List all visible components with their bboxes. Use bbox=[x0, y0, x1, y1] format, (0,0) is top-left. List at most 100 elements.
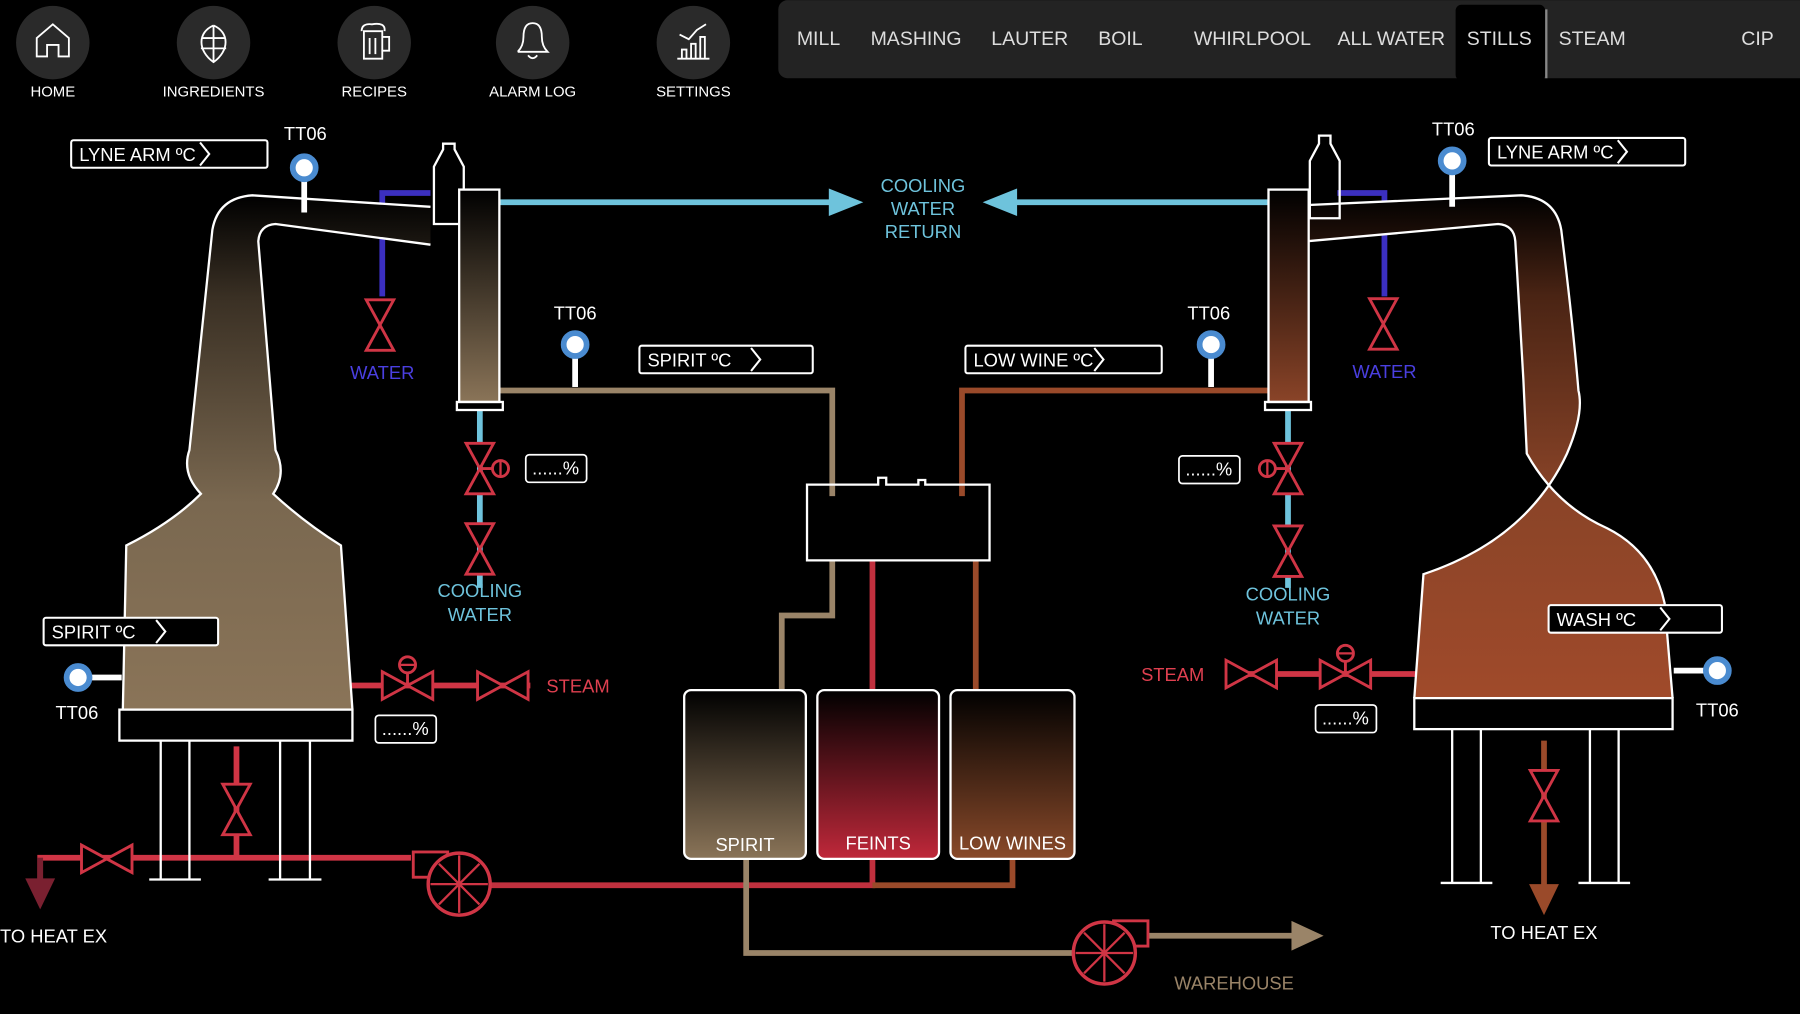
pipes bbox=[25, 188, 1559, 956]
tab-whirlpool[interactable]: WHIRLPOOL bbox=[1194, 28, 1311, 50]
tank-label-low-wines: LOW WINES bbox=[959, 833, 1066, 854]
sensor-icon bbox=[289, 153, 319, 183]
hop-icon-glyph bbox=[200, 24, 227, 64]
nav-label: ALARM LOG bbox=[489, 84, 576, 101]
right-lyne-arm-temp[interactable]: LYNE ARM ºC bbox=[1487, 136, 1687, 167]
spirit-temp[interactable]: SPIRIT ºC bbox=[638, 344, 814, 375]
temperature-sensor[interactable]: TT06 bbox=[55, 663, 122, 723]
right-still-base bbox=[1413, 696, 1674, 731]
valve-icon[interactable] bbox=[1527, 769, 1561, 823]
valve-icon[interactable] bbox=[1271, 524, 1305, 578]
home-icon bbox=[16, 5, 90, 80]
cooling-water-label-left: WATER bbox=[448, 604, 512, 625]
steam-label-left: STEAM bbox=[546, 675, 609, 696]
valve-icon[interactable] bbox=[1318, 643, 1373, 691]
percent-value: ......% bbox=[1185, 458, 1232, 479]
spirit-tank[interactable] bbox=[683, 688, 808, 860]
chevron-right-icon bbox=[750, 347, 762, 372]
percent-value: ......% bbox=[532, 457, 579, 478]
tabs: MILL MASHING LAUTER BOIL WHIRLPOOL ALL WATER S… bbox=[797, 28, 1774, 50]
temp-label: LYNE ARM ºC bbox=[1497, 142, 1614, 163]
valve-icon[interactable] bbox=[1224, 657, 1278, 691]
valve-icon[interactable] bbox=[476, 669, 530, 702]
nav-alarm-log-button[interactable]: ALARM LOG bbox=[489, 5, 576, 101]
temperature-sensor[interactable]: TT06 bbox=[1187, 302, 1230, 388]
tab-boil[interactable]: BOIL bbox=[1098, 28, 1143, 50]
tab-stills[interactable]: STILLS bbox=[1467, 28, 1532, 50]
temperature-sensor[interactable]: TT06 bbox=[284, 123, 327, 213]
left-still[interactable] bbox=[118, 194, 431, 881]
low-wine-pipe bbox=[959, 387, 1269, 497]
valve-icon[interactable] bbox=[1257, 441, 1305, 496]
pump-icon[interactable] bbox=[411, 850, 492, 917]
sensor-tag: TT06 bbox=[1432, 119, 1475, 140]
bell-icon bbox=[495, 5, 570, 80]
temperature-sensor[interactable]: TT06 bbox=[554, 302, 597, 388]
tab-lauter[interactable]: LAUTER bbox=[991, 28, 1068, 50]
feints-tank[interactable] bbox=[816, 688, 941, 860]
spirit-pipe bbox=[499, 387, 836, 497]
left-still-base bbox=[118, 708, 354, 742]
valve-icon[interactable] bbox=[363, 298, 397, 352]
left-still-fill bbox=[122, 195, 431, 710]
spirit-safe-receiver[interactable] bbox=[805, 476, 991, 562]
valve-icon[interactable] bbox=[80, 842, 134, 876]
temp-label: WASH ºC bbox=[1557, 609, 1636, 630]
temp-label: LYNE ARM ºC bbox=[79, 144, 196, 165]
sensor-icon bbox=[1437, 146, 1467, 176]
right-condenser bbox=[1267, 188, 1310, 404]
beer-mug-icon bbox=[337, 5, 411, 80]
tab-mill[interactable]: MILL bbox=[797, 28, 841, 50]
tab-cip[interactable]: CIP bbox=[1741, 28, 1774, 50]
tab-all-water[interactable]: ALL WATER bbox=[1338, 28, 1446, 50]
home-icon-glyph bbox=[35, 23, 70, 58]
tab-steam[interactable]: STEAM bbox=[1559, 28, 1626, 50]
nav-label: SETTINGS bbox=[656, 84, 731, 101]
tab-mashing[interactable]: MASHING bbox=[871, 28, 962, 50]
left-condenser bbox=[432, 142, 504, 412]
chart-settings-icon-glyph bbox=[677, 23, 710, 60]
to-heat-ex-label-right: TO HEAT EX bbox=[1490, 922, 1597, 943]
low-wine-temp[interactable]: LOW WINE ºC bbox=[964, 344, 1163, 375]
nav-home-button[interactable]: HOME bbox=[16, 5, 90, 101]
steam-valve-percent-right[interactable]: ......% bbox=[1314, 704, 1378, 734]
cooling-water-label-left: COOLING bbox=[438, 580, 523, 601]
low-wines-tank[interactable] bbox=[949, 688, 1076, 860]
arrow-right-icon bbox=[828, 188, 864, 216]
left-still-outline bbox=[121, 194, 431, 710]
sensor-icon bbox=[1196, 330, 1226, 359]
chevron-right-icon bbox=[1093, 347, 1105, 372]
to-heat-ex-label-left: TO HEAT EX bbox=[0, 926, 107, 947]
nav-recipes-button[interactable]: RECIPES bbox=[337, 5, 411, 101]
valve-icon[interactable] bbox=[220, 782, 253, 837]
valve-icon[interactable] bbox=[463, 522, 497, 576]
return-pipe-red bbox=[482, 858, 876, 889]
temperature-sensor[interactable]: TT06 bbox=[1673, 656, 1739, 721]
warehouse-pump-icon[interactable] bbox=[1071, 919, 1150, 986]
steam-label-right: STEAM bbox=[1141, 664, 1204, 685]
right-condenser-base bbox=[1263, 400, 1313, 412]
bell-icon-glyph bbox=[517, 22, 550, 60]
arrow-left-icon bbox=[982, 188, 1018, 216]
steam-valve-percent-left[interactable]: ......% bbox=[374, 714, 438, 744]
cooling-water-label-right: WATER bbox=[1256, 608, 1320, 629]
valve-icon[interactable] bbox=[463, 441, 510, 496]
wash-temp[interactable]: WASH ºC bbox=[1547, 604, 1723, 634]
nav-label: INGREDIENTS bbox=[163, 84, 265, 101]
valve-icon[interactable] bbox=[380, 655, 435, 702]
right-still[interactable] bbox=[1263, 134, 1674, 885]
nav-settings-button[interactable]: SETTINGS bbox=[656, 5, 731, 101]
left-still-spirit-temp[interactable]: SPIRIT ºC bbox=[42, 616, 220, 647]
temperature-sensor[interactable]: TT06 bbox=[1432, 119, 1475, 207]
nav-ingredients-button[interactable]: INGREDIENTS bbox=[163, 5, 265, 101]
condenser-valve-percent-left[interactable]: ......% bbox=[524, 453, 588, 484]
right-still-outline bbox=[1268, 194, 1674, 699]
left-still-legs bbox=[149, 740, 322, 881]
water-pipe-left bbox=[379, 190, 431, 297]
condenser-valve-percent-right[interactable]: ......% bbox=[1178, 455, 1241, 485]
valve-icon[interactable] bbox=[1367, 297, 1400, 351]
water-label-right: WATER bbox=[1352, 361, 1416, 382]
percent-value: ......% bbox=[382, 718, 429, 739]
left-lyne-arm-temp[interactable]: LYNE ARM ºC bbox=[70, 139, 269, 169]
